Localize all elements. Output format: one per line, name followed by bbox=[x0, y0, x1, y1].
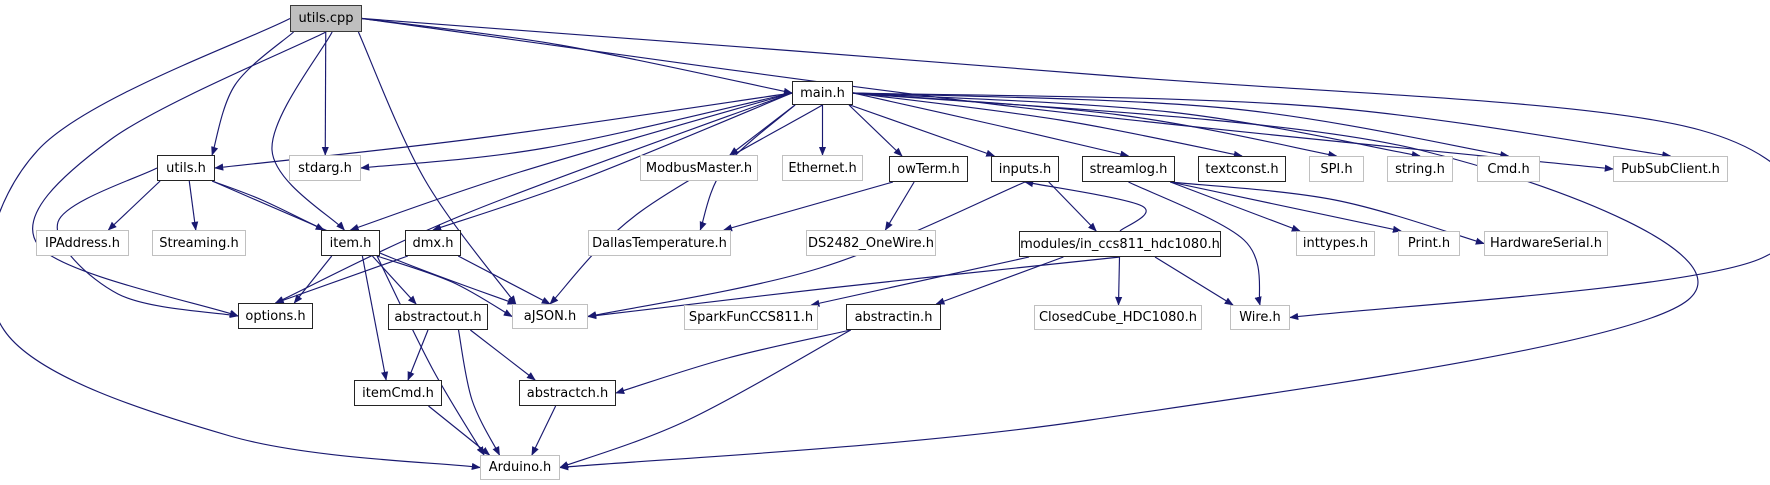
edge-utils-cpp-to-wire-h bbox=[361, 17, 1770, 321]
node-sparkfunccs811-h: SparkFunCCS811.h bbox=[684, 305, 818, 330]
node-abstractin-h[interactable]: abstractin.h bbox=[846, 304, 941, 330]
edge-utils-h-to-ajson-h bbox=[211, 180, 517, 305]
node-inttypes-h: inttypes.h bbox=[1296, 231, 1375, 256]
node-spi-h: SPI.h bbox=[1309, 156, 1364, 182]
edge-main-h-to-owterm-h bbox=[848, 104, 903, 157]
edge-abstractin-h-to-abstractch-h bbox=[615, 329, 851, 394]
node-pubsubclient-h: PubSubClient.h bbox=[1613, 156, 1728, 182]
node-stdarg-h: stdarg.h bbox=[289, 155, 361, 181]
node-streaming-h: Streaming.h bbox=[152, 230, 246, 256]
edge-utils-cpp-to-stdarg-h bbox=[321, 31, 329, 156]
node-modules-in-ccs811-hdc1080-h[interactable]: modules/in_ccs811_hdc1080.h bbox=[1019, 231, 1221, 257]
node-modbusmaster-h: ModbusMaster.h bbox=[640, 155, 758, 181]
edge-main-h-to-inputs-h bbox=[849, 104, 996, 157]
edge-abstractin-h-to-arduino-h bbox=[559, 329, 852, 469]
node-cmd-h: Cmd.h bbox=[1477, 156, 1540, 182]
edge-utils-h-to-options-h bbox=[56, 167, 239, 319]
edge-utils-cpp-to-options-h bbox=[32, 31, 327, 317]
edge-main-h-to-options-h bbox=[274, 92, 793, 304]
edge-main-h-to-arduino-h bbox=[559, 92, 1699, 471]
node-item-h[interactable]: item.h bbox=[321, 230, 380, 256]
edge-streamlog-h-to-print-h bbox=[1170, 181, 1402, 233]
edge-main-h-to-dmx-h bbox=[432, 92, 793, 231]
edge-modules-in-ccs811-hdc1080-h-to-inputs-h bbox=[1024, 180, 1147, 232]
node-wire-h: Wire.h bbox=[1230, 305, 1290, 330]
edge-item-h-to-ajson-h bbox=[376, 255, 513, 317]
node-string-h: string.h bbox=[1387, 156, 1453, 182]
edge-item-h-to-itemcmd-h bbox=[361, 255, 389, 381]
node-inputs-h[interactable]: inputs.h bbox=[991, 156, 1059, 182]
edge-abstractout-h-to-abstractch-h bbox=[470, 329, 536, 381]
edge-modules-in-ccs811-hdc1080-h-to-ajson-h bbox=[587, 256, 1121, 320]
node-options-h[interactable]: options.h bbox=[238, 303, 313, 329]
edge-abstractch-h-to-arduino-h bbox=[531, 405, 557, 456]
edge-main-h-to-pubsubclient-h bbox=[852, 92, 1672, 159]
edge-modules-in-ccs811-hdc1080-h-to-wire-h bbox=[1154, 256, 1234, 306]
edge-main-h-to-spi-h bbox=[852, 92, 1338, 159]
edge-itemcmd-h-to-arduino-h bbox=[428, 405, 491, 456]
edge-abstractout-h-to-itemcmd-h bbox=[407, 329, 429, 381]
node-utils-h[interactable]: utils.h bbox=[157, 155, 215, 181]
edge-dmx-h-to-options-h bbox=[274, 255, 408, 304]
edge-owterm-h-to-dallastemperature-h bbox=[723, 181, 894, 232]
edge-modules-in-ccs811-hdc1080-h-to-closedcube-hdc1080-h bbox=[1115, 256, 1123, 306]
edge-utils-cpp-to-utils-h bbox=[211, 31, 294, 156]
node-abstractch-h[interactable]: abstractch.h bbox=[519, 380, 616, 406]
edge-abstractout-h-to-arduino-h bbox=[457, 329, 501, 456]
edge-dmx-h-to-ajson-h bbox=[457, 255, 551, 305]
node-owterm-h[interactable]: owTerm.h bbox=[889, 156, 968, 182]
edge-main-h-to-streamlog-h bbox=[852, 92, 1130, 158]
node-ethernet-h: Ethernet.h bbox=[782, 155, 863, 181]
node-ds2482-onewire-h: DS2482_OneWire.h bbox=[806, 230, 936, 256]
edge-utils-cpp-to-ajson-h bbox=[357, 31, 517, 305]
node-ipaddress-h: IPAddress.h bbox=[36, 230, 129, 256]
edge-main-h-to-utils-h bbox=[214, 92, 793, 171]
edge-main-h-to-item-h bbox=[349, 92, 793, 231]
node-print-h: Print.h bbox=[1398, 231, 1460, 256]
node-dallastemperature-h: DallasTemperature.h bbox=[588, 230, 731, 256]
edge-utils-h-to-ipaddress-h bbox=[107, 180, 161, 231]
node-closedcube-hdc1080-h: ClosedCube_HDC1080.h bbox=[1034, 305, 1202, 330]
node-hardwareserial-h: HardwareSerial.h bbox=[1484, 231, 1608, 256]
edge-main-h-to-stdarg-h bbox=[360, 92, 793, 171]
edge-utils-cpp-to-main-h bbox=[361, 17, 793, 95]
edge-modules-in-ccs811-hdc1080-h-to-abstractin-h bbox=[935, 256, 1064, 305]
edge-item-h-to-options-h bbox=[293, 255, 333, 304]
edge-main-h-to-ajson-h bbox=[549, 104, 823, 305]
edge-utils-cpp-to-arduino-h bbox=[0, 17, 481, 471]
edge-inputs-h-to-modules-in-ccs811-hdc1080-h bbox=[1048, 181, 1097, 232]
edge-utils-h-to-streaming-h bbox=[188, 180, 199, 231]
edge-streamlog-h-to-inttypes-h bbox=[1170, 181, 1301, 232]
node-itemcmd-h[interactable]: itemCmd.h bbox=[354, 380, 442, 406]
node-dmx-h[interactable]: dmx.h bbox=[405, 230, 461, 256]
edge-item-h-to-abstractout-h bbox=[371, 255, 417, 305]
node-streamlog-h[interactable]: streamlog.h bbox=[1082, 156, 1175, 182]
edge-streamlog-h-to-wire-h bbox=[1128, 181, 1262, 306]
node-textconst-h[interactable]: textconst.h bbox=[1198, 156, 1286, 182]
edge-inputs-h-to-ajson-h bbox=[587, 181, 1026, 319]
node-main-h[interactable]: main.h bbox=[792, 81, 853, 105]
node-utils-cpp: utils.cpp bbox=[290, 5, 362, 32]
edge-main-h-to-string-h bbox=[852, 92, 1421, 159]
node-abstractout-h[interactable]: abstractout.h bbox=[388, 304, 488, 330]
edge-modules-in-ccs811-hdc1080-h-to-sparkfunccs811-h bbox=[810, 256, 1030, 307]
node-arduino-h: Arduino.h bbox=[480, 455, 560, 480]
edge-item-h-to-arduino-h bbox=[376, 255, 485, 456]
edge-utils-cpp-to-item-h bbox=[271, 31, 345, 231]
edge-utils-cpp-to-pubsubclient-h bbox=[361, 17, 1614, 172]
node-ajson-h: aJSON.h bbox=[512, 304, 588, 329]
edge-main-h-to-cmd-h bbox=[852, 92, 1510, 159]
edge-main-h-to-textconst-h bbox=[852, 92, 1243, 158]
edge-owterm-h-to-ds2482-onewire-h bbox=[884, 181, 915, 231]
